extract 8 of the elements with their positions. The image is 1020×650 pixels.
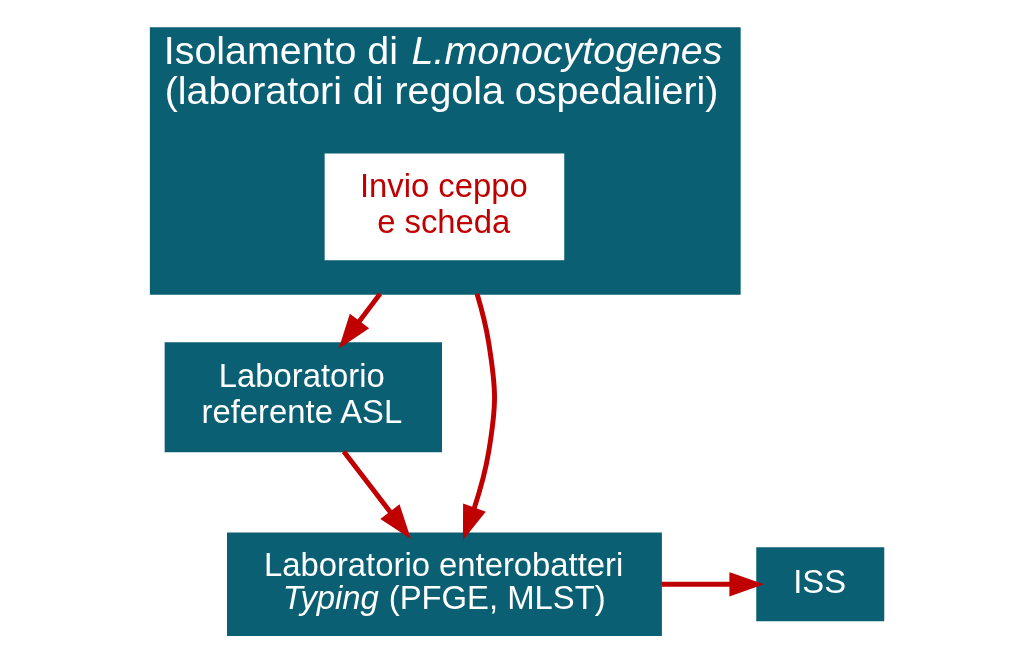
- node-box: Laboratorio enterobatteri Typing (PFGE, MLST): [226, 532, 662, 636]
- arrow: [462, 293, 497, 541]
- node-box: Invio ceppo e scheda: [322, 151, 566, 262]
- arrow: [338, 292, 382, 349]
- arrow: [341, 450, 411, 540]
- node-box: Laboratorio referente ASL: [164, 342, 442, 453]
- arrow: [661, 572, 764, 597]
- node-box: ISS: [755, 547, 884, 622]
